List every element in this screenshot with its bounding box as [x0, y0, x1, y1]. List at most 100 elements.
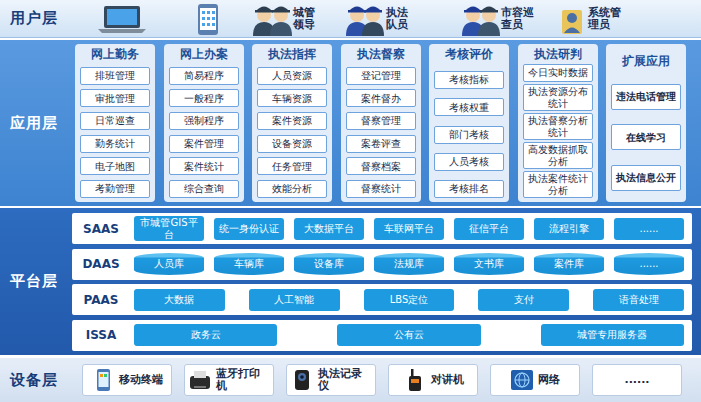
function-label: 考核指标 [449, 74, 489, 86]
service-box: 政务云 [134, 324, 277, 346]
platform-row: DAAS人员库车辆库 设备库 法规库 文书库 案件库...... [72, 249, 692, 280]
service-box: LBS定位 [364, 289, 455, 311]
row-title: DAAS [72, 249, 130, 280]
service-box: 征信平台 [454, 218, 524, 240]
database-cylinder: 法规库 [374, 253, 444, 275]
function-label: 一般程序 [184, 93, 224, 105]
function-box: 勤务统计 [80, 135, 150, 153]
laptop-icon [98, 6, 146, 33]
function-box: 执法信息公开 [611, 165, 681, 191]
device-box: 移动终端 [82, 364, 172, 396]
module-title: 执法研判 [534, 47, 582, 62]
function-label: 案件督办 [361, 93, 401, 105]
database-cylinder: 文书库 [454, 253, 524, 275]
function-box: 考核权重 [434, 98, 504, 116]
function-box: 考勤管理 [80, 180, 150, 198]
function-label: 综合查询 [184, 183, 224, 195]
function-box: 审批管理 [80, 89, 150, 107]
device-label: ...... [624, 374, 649, 387]
person-icon [270, 7, 292, 37]
function-box: 人员考核 [434, 153, 504, 171]
function-box: 综合查询 [169, 180, 239, 198]
function-box: 简易程序 [169, 67, 239, 85]
platform-row: SAAS市城管GIS平台统一身份认证大数据平台车联网平台征信平台流程引擎....… [72, 213, 692, 244]
function-box: 一般程序 [169, 89, 239, 107]
device-box: 执法记录仪 [286, 364, 376, 396]
device-label: 执法记录仪 [318, 368, 372, 393]
row-title: ISSA [72, 320, 130, 351]
platform-row: PAAS大数据人工智能LBS定位支付语音处理 [72, 284, 692, 315]
function-box: 今日实时数据 [523, 64, 593, 82]
service-box: 公有云 [337, 324, 480, 346]
platform-row: ISSA政务云 公有云 城管专用服务器 [72, 320, 692, 351]
service-label: ...... [639, 258, 658, 270]
service-label: 语音处理 [619, 294, 659, 306]
service-label: 市城管GIS平台 [137, 217, 201, 240]
function-label: 考核排名 [449, 183, 489, 195]
database-cylinder: 人员库 [134, 253, 204, 275]
function-label: 案件统计 [184, 161, 224, 173]
phone-icon [198, 4, 218, 35]
function-label: 违法电话管理 [616, 91, 676, 103]
function-box: 案件督办 [346, 89, 416, 107]
device-icon [188, 368, 212, 392]
service-label: ...... [639, 223, 658, 235]
function-label: 考勤管理 [95, 183, 135, 195]
function-label: 审批管理 [95, 93, 135, 105]
service-label: 车联网平台 [384, 223, 434, 235]
function-label: 高发数据抓取分析 [526, 144, 590, 167]
device-label: 对讲机 [431, 374, 464, 387]
function-box: 日常巡查 [80, 112, 150, 130]
function-box: 任务管理 [257, 157, 327, 175]
function-label: 排班管理 [95, 70, 135, 82]
function-box: 案件统计 [169, 157, 239, 175]
function-label: 效能分析 [272, 183, 312, 195]
function-label: 电子地图 [95, 161, 135, 173]
function-label: 设备资源 [272, 138, 312, 150]
service-label: 流程引擎 [549, 223, 589, 235]
function-label: 执法督察分析统计 [526, 115, 590, 138]
module-title: 考核评价 [445, 47, 493, 62]
device-box: 蓝牙打印机 [184, 364, 274, 396]
function-label: 执法案件统计分析 [526, 173, 590, 196]
service-label: 文书库 [474, 258, 504, 270]
module-title: 扩展应用 [622, 54, 670, 69]
service-label: 设备库 [314, 258, 344, 270]
module-panel: 执法研判今日实时数据执法资源分布统计执法督察分析统计高发数据抓取分析执法案件统计… [518, 44, 598, 202]
layer-title: 平台层 [0, 208, 68, 355]
device-label: 蓝牙打印机 [216, 368, 270, 393]
service-label: 支付 [514, 294, 534, 306]
function-box: 强制程序 [169, 112, 239, 130]
service-label: 人工智能 [274, 294, 314, 306]
function-box: 执法督察分析统计 [523, 113, 593, 140]
service-label: 统一身份认证 [219, 223, 279, 235]
service-label: 法规库 [394, 258, 424, 270]
function-box: 督察统计 [346, 180, 416, 198]
row-title: PAAS [72, 284, 130, 315]
device-box: ...... [592, 364, 682, 396]
function-box: 考核指标 [434, 71, 504, 89]
function-box: 部门考核 [434, 126, 504, 144]
device-icon [403, 368, 427, 392]
function-box: 电子地图 [80, 157, 150, 175]
database-cylinder: 车辆库 [214, 253, 284, 275]
service-label: 城管专用服务器 [577, 329, 647, 341]
function-label: 今日实时数据 [528, 67, 588, 79]
function-box: 高发数据抓取分析 [523, 142, 593, 169]
device-icon [91, 368, 115, 392]
role-label: 城管领导 [293, 7, 317, 31]
service-label: 公有云 [394, 329, 424, 341]
function-label: 督察统计 [361, 183, 401, 195]
module-panel: 网上办案简易程序一般程序强制程序案件管理案件统计综合查询 [164, 44, 244, 202]
function-label: 督察管理 [361, 115, 401, 127]
device-icon [510, 368, 534, 392]
function-label: 登记管理 [361, 70, 401, 82]
layer-title: 用户层 [0, 0, 68, 37]
application-layer-band: 应用层网上勤务排班管理审批管理日常巡查勤务统计电子地图考勤管理网上办案简易程序一… [0, 40, 701, 206]
service-box: 大数据平台 [294, 218, 364, 240]
service-label: 案件库 [554, 258, 584, 270]
module-title: 执法督察 [357, 47, 405, 62]
function-box: 车辆资源 [257, 89, 327, 107]
function-label: 人员资源 [272, 70, 312, 82]
